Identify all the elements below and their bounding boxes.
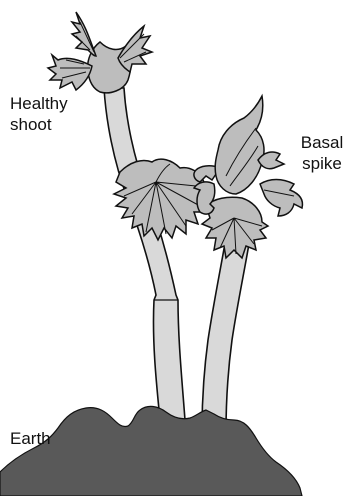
healthy-shoot-stem (104, 88, 185, 420)
basal-right-leaf (260, 180, 303, 217)
healthy-shoot-label: Healthy shoot (10, 93, 68, 135)
healthy-top-leaf-right (118, 26, 152, 72)
basal-spike-label-line1: Basal (298, 132, 346, 153)
basal-spike-label: Basal spike (298, 132, 346, 174)
earth-label: Earth (10, 428, 51, 449)
basal-spike-label-line2: spike (298, 153, 346, 174)
earth-mound (0, 406, 302, 496)
basal-bud (215, 96, 264, 194)
healthy-shoot-label-line2: shoot (10, 114, 68, 135)
healthy-shoot-label-line1: Healthy (10, 93, 68, 114)
healthy-shoot (48, 12, 210, 420)
basal-spike (194, 96, 303, 432)
